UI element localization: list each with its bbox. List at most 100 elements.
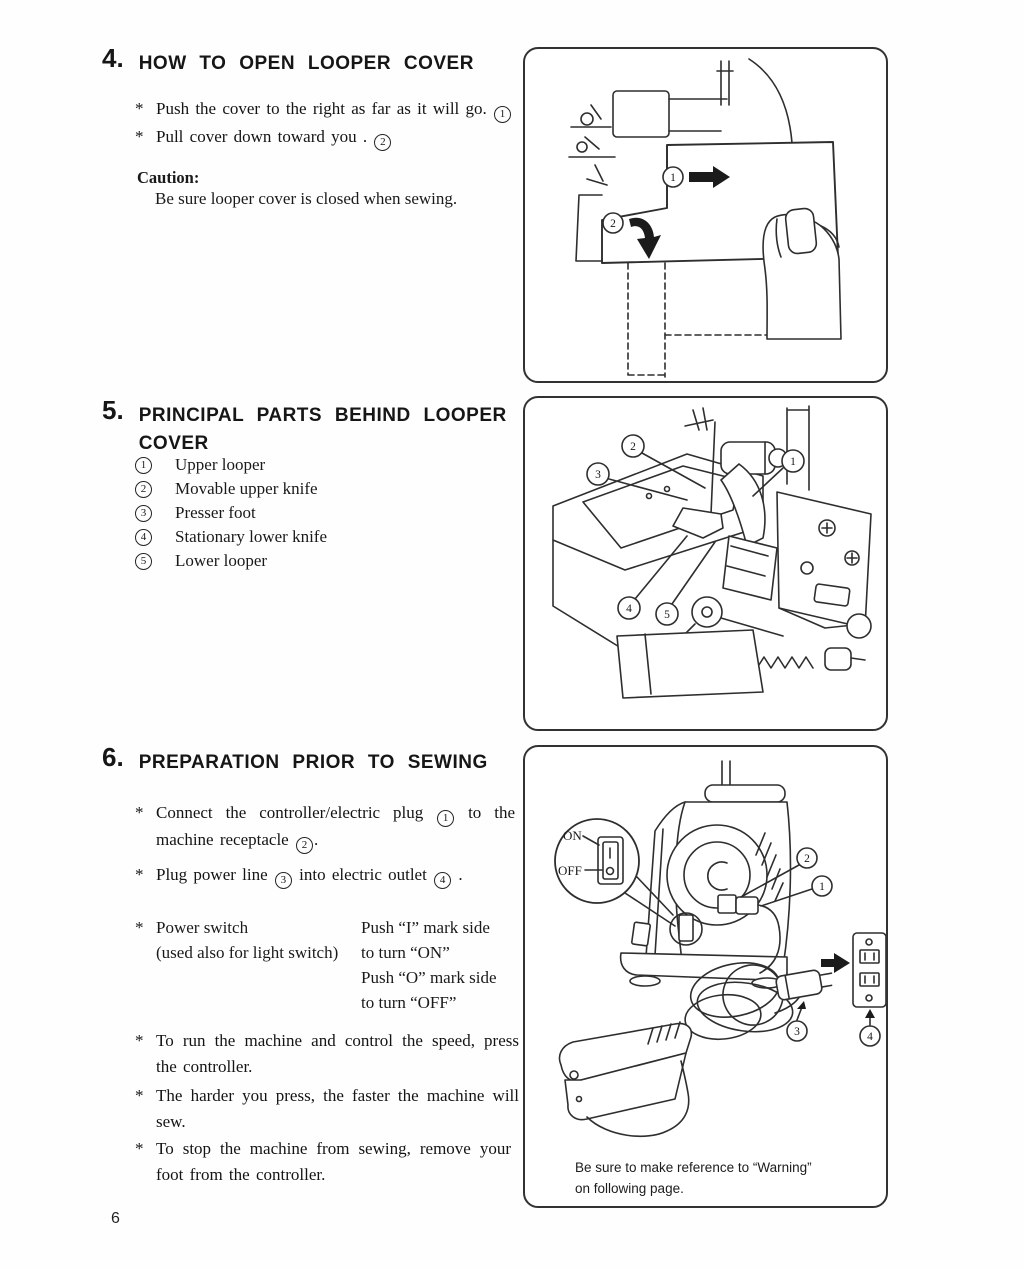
machine-receptacle (717, 894, 737, 914)
switch-instruction-line: Push “I” mark side (361, 918, 490, 937)
carry-handle (704, 784, 786, 803)
bullet-push-cover: * Push the cover to the right as far as … (133, 96, 525, 123)
figure-label-5: 5 (655, 602, 679, 626)
controller-plug (735, 896, 759, 915)
figure-open-looper-cover: 1 2 (523, 47, 888, 383)
part-name: Stationary lower knife (175, 527, 328, 546)
part-row-movable-upper-knife: 2 Movable upper knife (134, 477, 327, 501)
figure-principal-parts: 2 3 1 4 5 (523, 396, 888, 731)
controller-slots (647, 1021, 681, 1045)
arrow-curved-down-icon (629, 217, 661, 259)
note-line: Be sure to make reference to “Warning” (575, 1160, 812, 1175)
figure-label-2: 2 (602, 212, 624, 234)
asterisk-marker: * (135, 99, 144, 118)
bullet-text: Pull cover down toward you . 2 (156, 127, 392, 151)
asterisk-marker: * (135, 865, 144, 884)
power-switch-block: * Power switch (used also for light swit… (133, 915, 533, 1020)
part-row-upper-looper: 1 Upper looper (134, 453, 327, 477)
knob (846, 613, 872, 639)
section-6-header: 6. PREPARATION PRIOR TO SEWING (102, 744, 488, 777)
circled-ref: 3 (794, 1026, 800, 1038)
needle-bar (716, 60, 734, 106)
circled-ref: 4 (626, 603, 632, 615)
pivot-wheel (691, 596, 723, 628)
asterisk-marker: * (135, 127, 144, 146)
part-name: Movable upper knife (175, 479, 318, 498)
section-5-title: PRINCIPAL PARTS BEHIND LOOPER COVER (138, 405, 507, 454)
bullet-pull-cover: * Pull cover down toward you . 2 (133, 124, 525, 151)
part-row-stationary-lower-knife: 4 Stationary lower knife (134, 525, 327, 549)
section-4-title: HOW TO OPEN LOOPER COVER (138, 53, 474, 74)
part-name: Upper looper (175, 455, 266, 474)
circled-ref: 2 (630, 441, 636, 453)
circled-ref: 1 (494, 106, 512, 123)
dashed-base-pillar (627, 262, 666, 378)
parts-list: 1 Upper looper 2 Movable upper knife 3 P… (134, 453, 327, 573)
circled-ref: 3 (595, 469, 601, 481)
section-4-header: 4. HOW TO OPEN LOOPER COVER (102, 45, 474, 78)
switch-instruction-line: to turn “OFF” (361, 993, 457, 1012)
part-name: Presser foot (175, 503, 256, 522)
switch-highlight-circle (669, 912, 703, 946)
switch-instruction-line: to turn “ON” (361, 943, 450, 962)
figure-label-4: 4 (617, 596, 641, 620)
switch-body (597, 836, 624, 885)
on-label: ON (563, 828, 582, 843)
section-6-number: 6. (102, 742, 124, 772)
power-switch-small (678, 914, 694, 942)
power-switch-label: Power switch (156, 918, 249, 937)
asterisk-marker: * (135, 1139, 144, 1158)
page-number: 6 (111, 1210, 120, 1227)
asterisk-marker: * (135, 1031, 144, 1050)
spool-cylinder (720, 441, 776, 475)
circled-ref: 2 (295, 837, 313, 854)
foot-pad (629, 975, 661, 987)
circled-ref: 1 (670, 172, 676, 184)
figure-label-1: 1 (811, 875, 833, 897)
circled-ref: 1 (437, 810, 455, 827)
caution-label: Caution: (137, 168, 200, 187)
circled-ref: 1 (790, 456, 796, 468)
asterisk-marker: * (135, 803, 144, 822)
circled-ref: 5 (135, 552, 152, 570)
figure-label-3: 3 (786, 1020, 808, 1042)
switch-instruction-line: Push “O” mark side (361, 968, 497, 987)
figure-label-3: 3 (586, 462, 610, 486)
foot-controller-side (564, 1052, 687, 1121)
circled-ref: 5 (664, 609, 670, 621)
part-row-lower-looper: 5 Lower looper (134, 549, 327, 573)
detail-leader-lines (624, 876, 676, 927)
power-switch-right-column: Push “I” mark side to turn “ON” Push “O”… (361, 915, 526, 1015)
power-plug (775, 969, 833, 1001)
bullet-harder-press: * The harder you press, the faster the m… (133, 1083, 519, 1134)
circled-ref: 3 (135, 504, 152, 522)
principal-parts-illustration: 2 3 1 4 5 (552, 405, 872, 699)
controller-cord (586, 1060, 690, 1137)
vent-slots (755, 832, 784, 902)
preparation-illustration: ON OFF 2 1 (554, 760, 886, 1137)
figure-label-1: 1 (781, 449, 805, 473)
arrow-up-icon (865, 1009, 875, 1018)
section-6-title: PREPARATION PRIOR TO SEWING (138, 752, 488, 773)
figure-label-4: 4 (859, 1025, 881, 1047)
wall-outlet (852, 932, 886, 1008)
power-switch-left-column: Power switch (used also for light switch… (156, 915, 366, 965)
bullet-text: Push the cover to the right as far as it… (156, 99, 512, 123)
bullet-text: The harder you press, the faster the mac… (156, 1086, 519, 1131)
bullet-connect-controller: * Connect the controller/electric plug 1… (133, 800, 515, 854)
part-name: Lower looper (175, 551, 268, 570)
circled-ref: 1 (135, 456, 152, 474)
figure-label-1: 1 (662, 166, 684, 188)
note-line: on following page. (575, 1180, 684, 1196)
section-5-number: 5. (102, 395, 124, 425)
circled-ref: 4 (434, 872, 452, 889)
asterisk-marker: * (135, 1086, 144, 1105)
circled-ref: 4 (867, 1031, 873, 1043)
machine-arm-arc (748, 58, 793, 144)
left-bracket (575, 194, 603, 262)
bullet-plug-power-line: * Plug power line 3 into electric outlet… (133, 862, 525, 889)
circled-ref: 1 (819, 881, 825, 893)
bullet-text: Connect the controller/electric plug 1 t… (156, 803, 515, 854)
center-link (722, 535, 778, 601)
